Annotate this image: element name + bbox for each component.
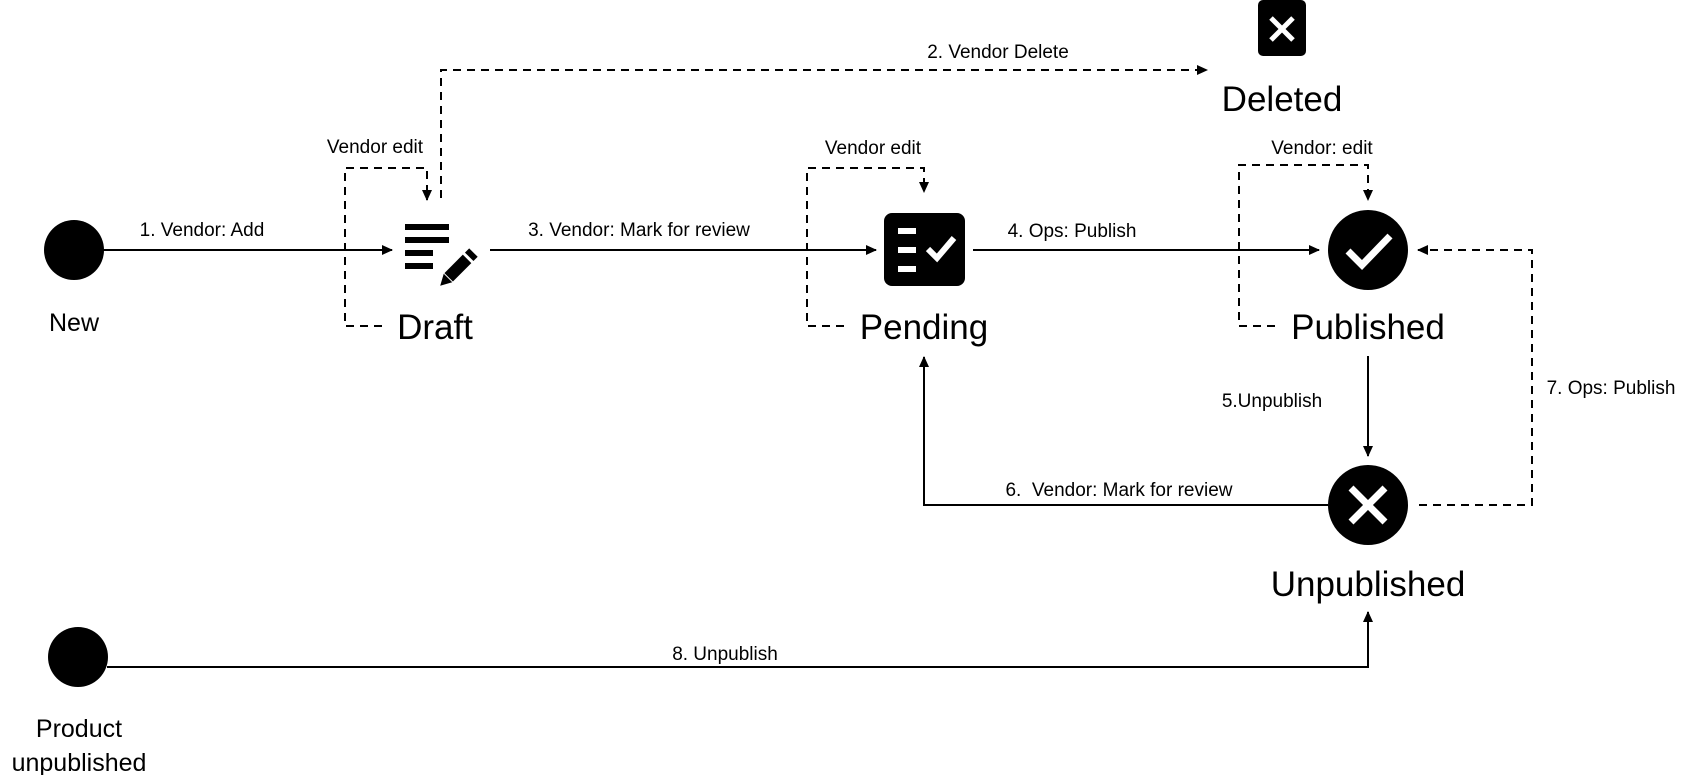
edge-label-vendor-add: 1. Vendor: Add — [140, 220, 265, 241]
checklist-icon — [884, 213, 965, 286]
edge-label-product-unpublish: 8. Unpublish — [672, 644, 778, 665]
delete-box-icon — [1258, 0, 1306, 56]
edge-label-ops-publish-again: 7. Ops: Publish — [1547, 378, 1676, 399]
edge-label-published-vendor-edit: Vendor: edit — [1271, 138, 1373, 159]
edge-label-ops-publish: 4. Ops: Publish — [1008, 221, 1137, 242]
state-label-deleted: Deleted — [1222, 80, 1343, 119]
edit-note-icon — [405, 224, 478, 286]
edge-vendor-mark-review-again — [919, 356, 1328, 506]
edge-product-unpublish — [107, 611, 1373, 668]
edge-label-pending-vendor-edit: Vendor edit — [825, 138, 922, 159]
edge-vendor-delete — [440, 65, 1208, 198]
edge-label-draft-vendor-edit: Vendor edit — [327, 137, 424, 158]
edge-draft-vendor-edit — [344, 167, 432, 327]
state-label-unpublished: Unpublished — [1271, 565, 1466, 604]
close-circle-icon — [1328, 465, 1408, 545]
state-label-published: Published — [1291, 308, 1445, 347]
product-unpublished-start-node — [48, 627, 108, 687]
edge-label-mark-for-review: 3. Vendor: Mark for review — [528, 220, 750, 241]
check-circle-icon — [1328, 210, 1408, 290]
state-label-pending: Pending — [860, 308, 988, 347]
edge-label-vendor-delete: 2. Vendor Delete — [927, 42, 1069, 63]
state-label-product-line1: Product — [36, 715, 122, 743]
new-start-node — [44, 220, 104, 280]
edge-ops-publish-again — [1417, 245, 1533, 506]
edge-label-vendor-mark-review-again: 6. Vendor: Mark for review — [1005, 480, 1232, 501]
edge-label-unpublish: 5.Unpublish — [1222, 391, 1322, 412]
state-label-product-line2: unpublished — [12, 749, 147, 775]
state-label-draft: Draft — [397, 308, 473, 347]
state-label-new: New — [49, 309, 100, 337]
edge-published-vendor-edit — [1238, 164, 1373, 327]
